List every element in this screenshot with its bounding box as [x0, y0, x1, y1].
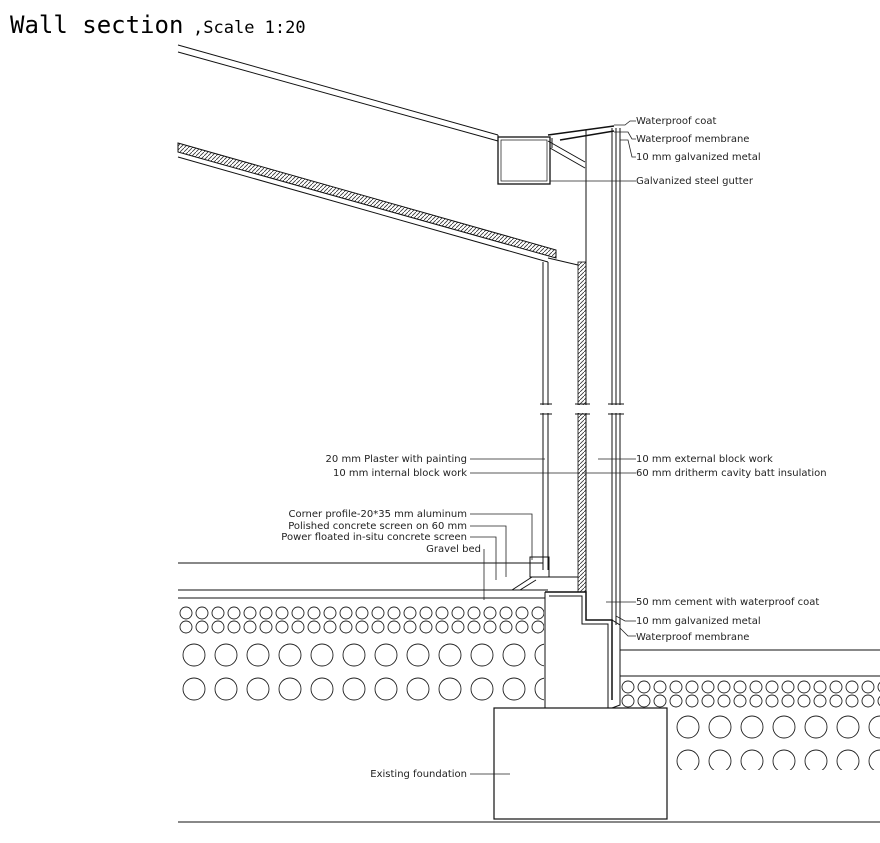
roof-upper: [177, 44, 499, 142]
gravel-bed-left: [178, 606, 544, 706]
label-cement-coat: 50 mm cement with waterproof coat: [636, 597, 819, 608]
label-plaster: 20 mm Plaster with painting: [326, 454, 467, 465]
external-wall: [585, 128, 621, 630]
label-insulation: 60 mm dritherm cavity batt insulation: [636, 468, 827, 479]
label-waterproof-membrane-top: Waterproof membrane: [636, 134, 749, 145]
gravel-bed-right: [620, 649, 880, 770]
leader-lines: [470, 120, 636, 775]
internal-wall: [542, 257, 579, 570]
label-galvanized-metal-bottom: 10 mm galvanized metal: [636, 616, 761, 627]
title-text: Wall section: [10, 11, 184, 39]
label-gravel-bed: Gravel bed: [426, 544, 481, 555]
label-external-block: 10 mm external block work: [636, 454, 773, 465]
label-foundation: Existing foundation: [370, 769, 467, 780]
label-polished-screen: Polished concrete screen on 60 mm: [288, 521, 467, 532]
label-gutter: Galvanized steel gutter: [636, 176, 754, 187]
insulation-layer: [577, 261, 587, 593]
label-power-floated: Power floated in-situ concrete screen: [281, 532, 467, 543]
existing-foundation: [493, 707, 668, 820]
drawing-title: Wall section ,Scale 1:20: [10, 11, 306, 39]
label-waterproof-membrane-bottom: Waterproof membrane: [636, 632, 749, 643]
scale-text: ,Scale 1:20: [193, 18, 306, 38]
label-internal-block: 10 mm internal block work: [333, 468, 467, 479]
label-corner-profile: Corner profile-20*35 mm aluminum: [289, 509, 467, 520]
label-galvanized-metal-top: 10 mm galvanized metal: [636, 152, 761, 163]
break-marks: [538, 403, 628, 415]
gutter: [497, 125, 615, 185]
plinth: [544, 591, 621, 709]
roof-lower-ceiling: [177, 142, 557, 263]
floor-slab: [178, 556, 578, 599]
label-waterproof-coat: Waterproof coat: [636, 116, 716, 127]
